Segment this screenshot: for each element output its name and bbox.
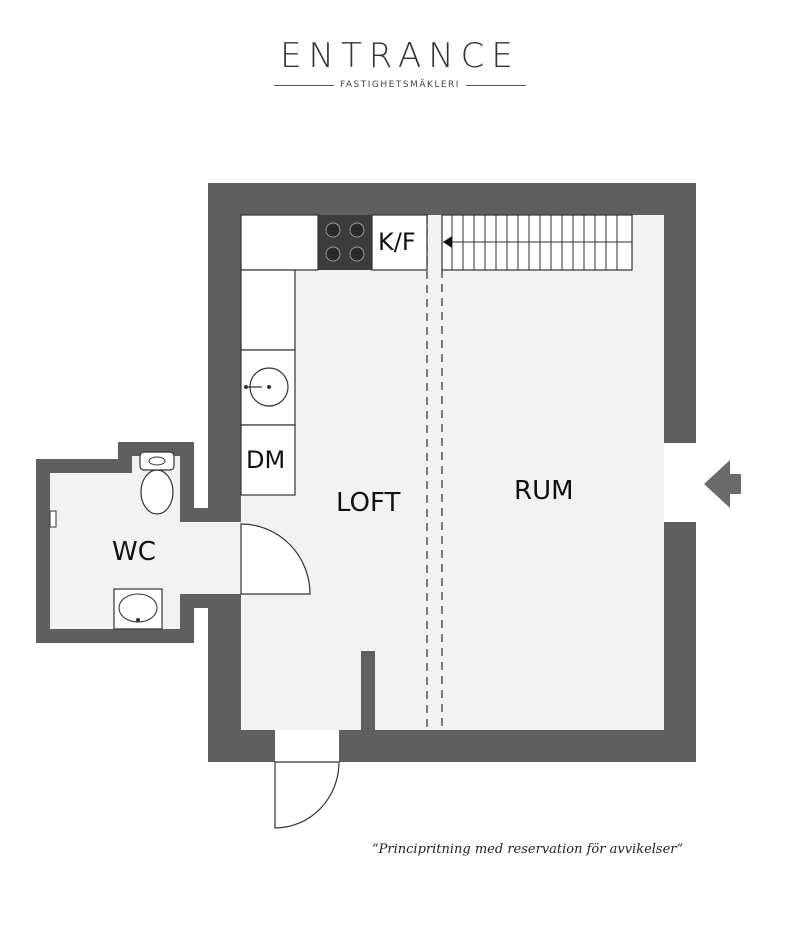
fridge-box: [371, 214, 428, 271]
wc-door: [240, 523, 311, 595]
room-label-dm: DM: [246, 446, 286, 474]
entrance-arrow-icon: [704, 460, 741, 508]
wc-floor: [50, 456, 241, 629]
disclaimer-text: “Principritning med reservation för avvi…: [372, 842, 684, 857]
stove-icon: [318, 215, 372, 270]
entrance-door: [274, 761, 340, 829]
wc-radiator: [49, 510, 57, 528]
partition-wall: [361, 651, 375, 730]
brand-logo: ENTRANCE FASTIGHETSMÄKLERI: [0, 36, 800, 90]
room-label-kf: K/F: [378, 228, 416, 256]
main-floor: [241, 215, 664, 730]
brand-rule-right: [465, 84, 526, 86]
brand-name: ENTRANCE: [280, 36, 520, 76]
staircase: [441, 214, 633, 271]
room-label-loft: LOFT: [336, 488, 401, 518]
room-label-rum: RUM: [514, 476, 574, 506]
toilet-icon: [139, 451, 175, 515]
main-walls: [208, 183, 696, 762]
brand-subtitle: FASTIGHETSMÄKLERI: [340, 80, 460, 90]
brand-rule-left: [274, 84, 335, 86]
kitchen-sink-icon: [244, 367, 289, 407]
wc-sink-icon: [113, 588, 163, 630]
brand-subtitle-row: FASTIGHETSMÄKLERI: [0, 80, 800, 90]
room-label-wc: WC: [112, 537, 156, 567]
